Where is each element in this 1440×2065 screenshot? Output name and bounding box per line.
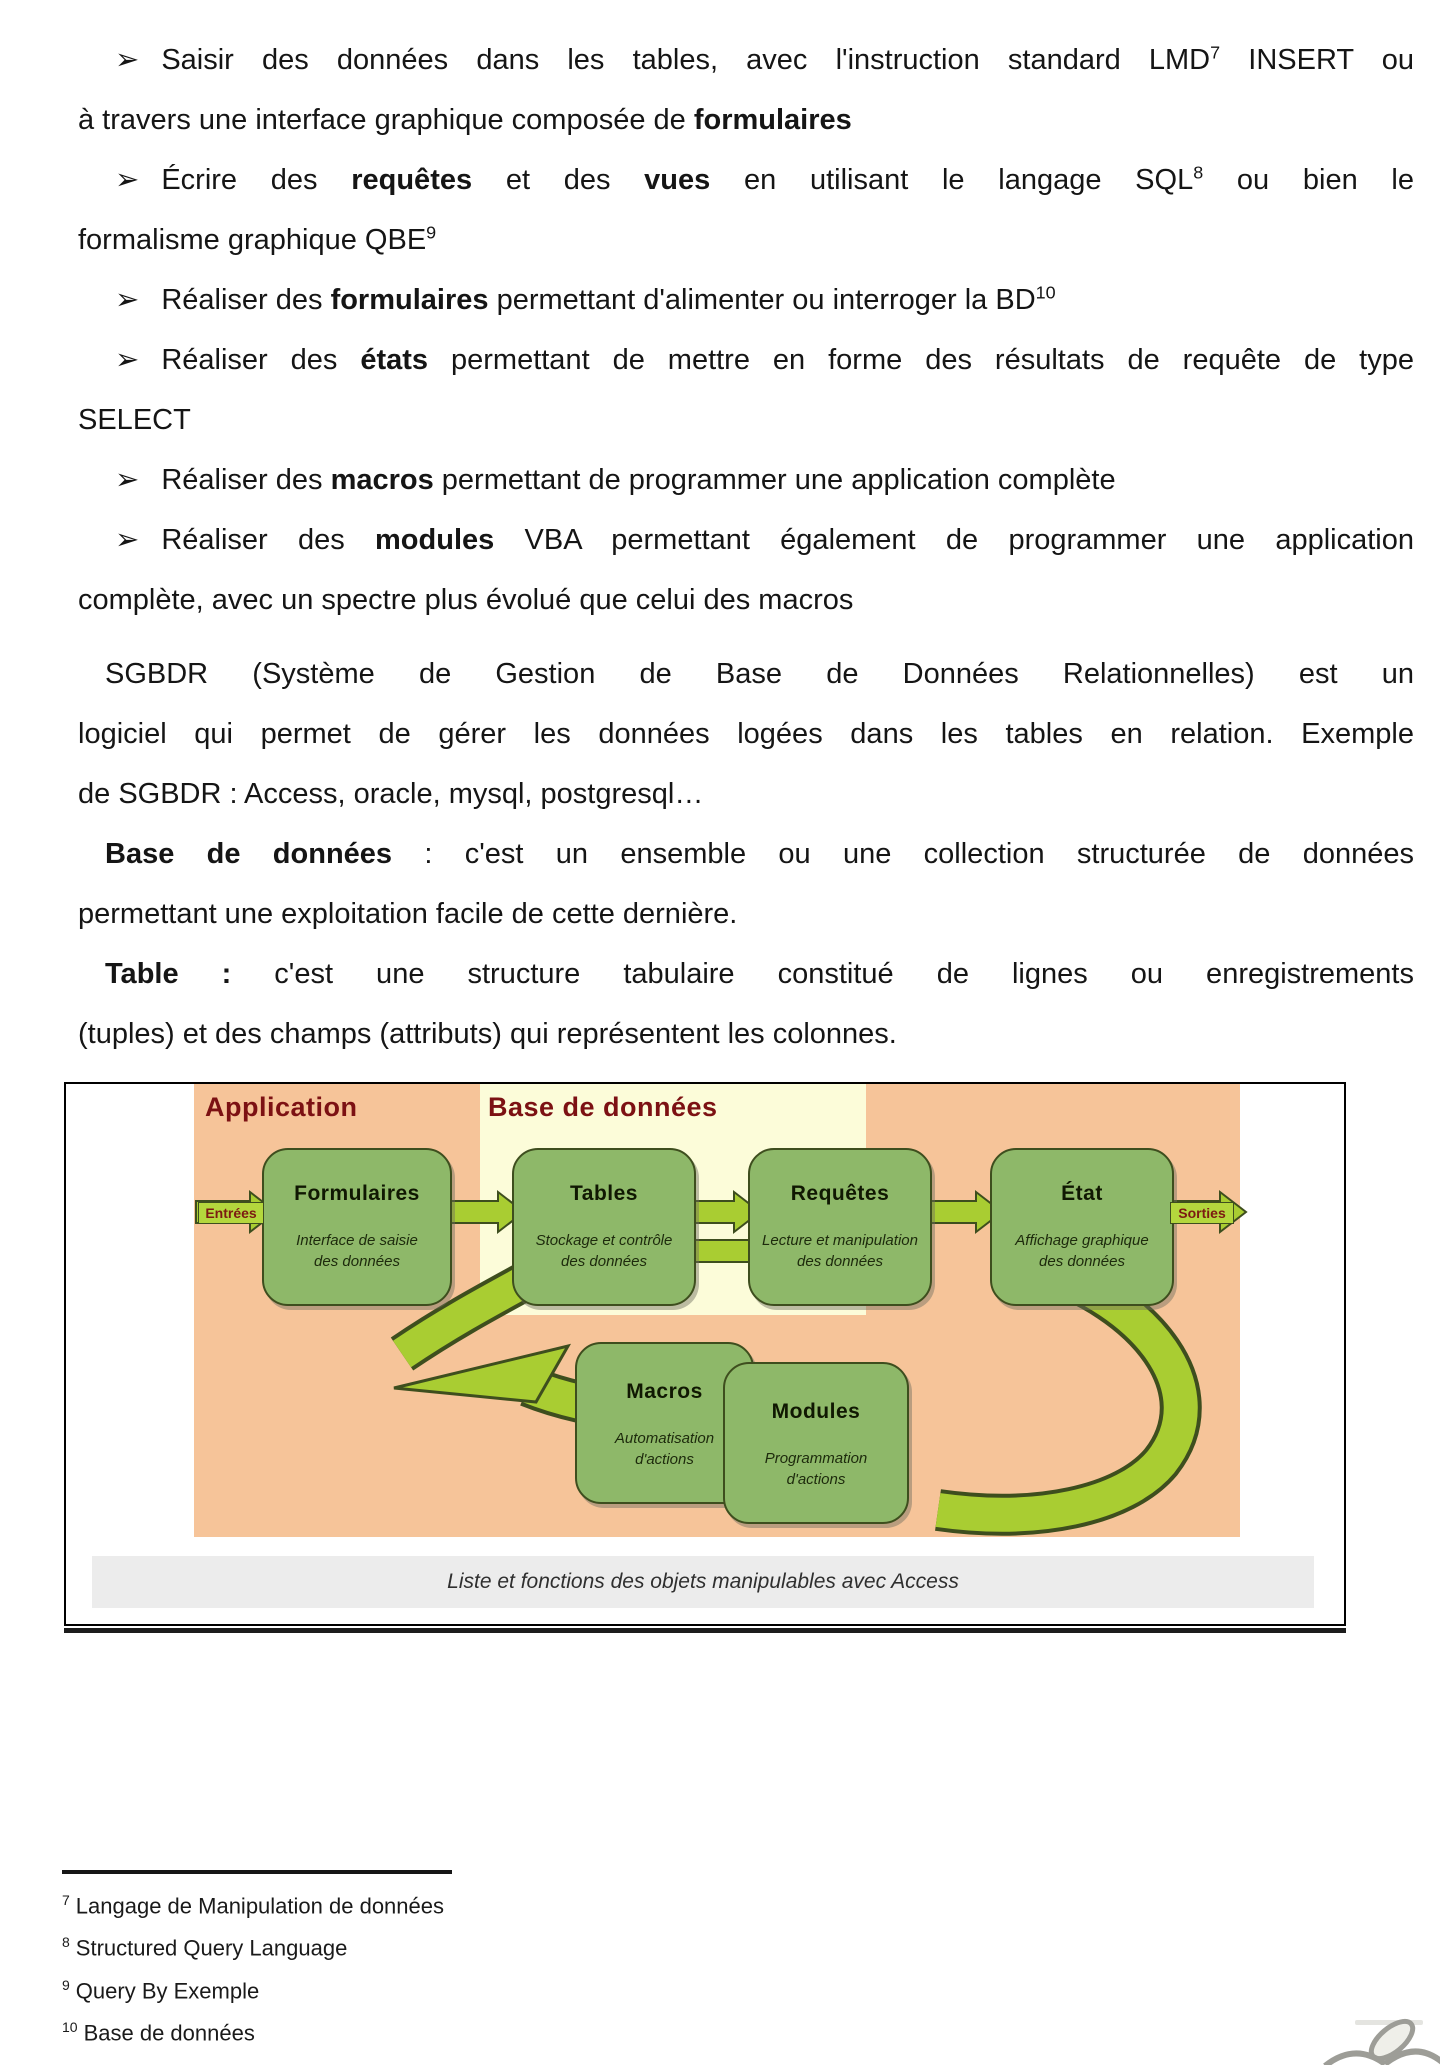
flow-arrows: [195, 1189, 1248, 1536]
body-line: complète, avec un spectre plus évolué qu…: [78, 584, 854, 616]
body-line: permettant une exploitation facile de ce…: [78, 898, 738, 930]
tables-box: Tables Stockage et contrôle des données: [512, 1148, 696, 1306]
modules-subtitle: Programmation d'actions: [764, 1450, 868, 1488]
requetes-title: Requêtes: [790, 1182, 890, 1205]
body-line: ➢Réaliser des macros permettant de progr…: [115, 464, 1116, 496]
body-line: de SGBDR : Access, oracle, mysql, postgr…: [78, 778, 704, 810]
curved-arrow-right-loop: [935, 1243, 1202, 1536]
entrees-label: Entrées: [198, 1202, 264, 1224]
body-line: ➢Saisir des données dans les tables, ave…: [115, 42, 1414, 76]
requetes-to-etat-arrow: [927, 1189, 1004, 1235]
bullet-arrow-icon: ➢: [115, 164, 140, 196]
database-region-label: Base de données: [488, 1092, 718, 1122]
formulaires-title: Formulaires: [294, 1182, 420, 1205]
tables-subtitle: Stockage et contrôle des données: [535, 1232, 673, 1270]
body-line: formalisme graphique QBE9: [78, 222, 437, 256]
tables-title: Tables: [570, 1182, 638, 1205]
etat-title: État: [1061, 1182, 1103, 1205]
body-line: Table : c'est une structure tabulaire co…: [105, 958, 1414, 990]
figure-underline: [64, 1628, 1346, 1633]
application-region-label: Application: [205, 1092, 358, 1122]
sorties-label: Sorties: [1170, 1202, 1234, 1224]
body-line: à travers une interface graphique compos…: [78, 104, 852, 136]
formulaires-to-tables-arrow: [447, 1189, 526, 1235]
requetes-subtitle: Lecture et manipulation des données: [762, 1232, 918, 1270]
body-line: ➢Réaliser des états permettant de mettre…: [115, 344, 1414, 376]
modules-box: Modules Programmation d'actions: [723, 1362, 909, 1524]
apple-leaf-logo-icon: [1323, 2018, 1440, 2065]
access-objects-diagram: Application Base de données: [64, 1082, 1346, 1626]
etat-box: État Affichage graphique des données: [990, 1148, 1174, 1306]
requetes-box: Requêtes Lecture et manipulation des don…: [748, 1148, 932, 1306]
macros-subtitle: Automatisation d'actions: [614, 1430, 715, 1468]
body-line: SGBDR (Système de Gestion de Base de Don…: [105, 658, 1414, 690]
macros-title: Macros: [626, 1380, 703, 1403]
bullet-arrow-icon: ➢: [115, 284, 140, 316]
footnote-rule: [62, 1870, 452, 1874]
body-line: ➢Réaliser des formulaires permettant d'a…: [115, 282, 1056, 316]
figure-caption: Liste et fonctions des objets manipulabl…: [92, 1556, 1314, 1608]
formulaires-subtitle: Interface de saisie des données: [296, 1232, 418, 1270]
modules-title: Modules: [771, 1400, 861, 1423]
body-line: ➢Écrire des requêtes et des vues en util…: [115, 162, 1414, 196]
body-line: (tuples) et des champs (attributs) qui r…: [78, 1018, 897, 1050]
etat-subtitle: Affichage graphique des données: [1015, 1232, 1149, 1270]
body-text: ➢Saisir des données dans les tables, ave…: [78, 30, 1414, 1064]
body-line: logiciel qui permet de gérer les données…: [78, 718, 1414, 750]
bullet-arrow-icon: ➢: [115, 464, 140, 496]
body-line: SELECT: [78, 404, 191, 436]
bullet-arrow-icon: ➢: [115, 344, 140, 376]
bullet-arrow-icon: ➢: [115, 524, 140, 556]
formulaires-box: Formulaires Interface de saisie des donn…: [262, 1148, 452, 1306]
body-line: Base de données : c'est un ensemble ou u…: [105, 838, 1414, 870]
body-line: ➢Réaliser des modules VBA permettant éga…: [115, 524, 1414, 556]
bullet-arrow-icon: ➢: [115, 44, 140, 76]
